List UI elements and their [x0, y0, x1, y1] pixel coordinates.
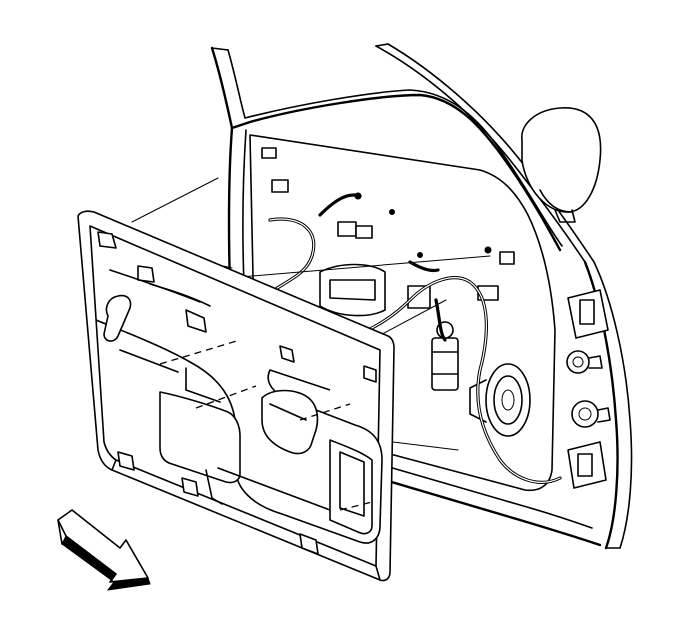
door-hinges — [566, 289, 611, 489]
side-mirror — [521, 107, 602, 223]
window-regulator-motor — [431, 321, 459, 391]
direction-arrow — [57, 509, 151, 591]
speaker — [469, 363, 531, 437]
window-frame — [210, 46, 562, 252]
door-trim-panel — [77, 210, 395, 582]
